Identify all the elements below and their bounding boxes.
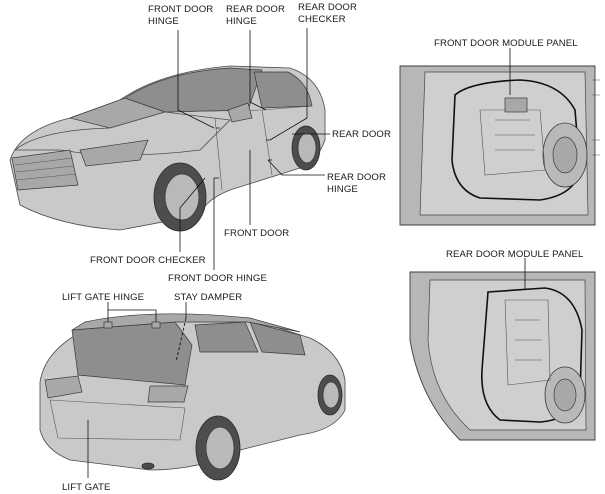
label-front-door-hinge-bottom: FRONT DOOR HINGE <box>168 273 267 284</box>
sedan-illustration <box>9 65 326 232</box>
label-lift-gate: LIFT GATE <box>62 482 111 493</box>
labels: FRONT DOOR HINGE REAR DOOR HINGE REAR DO… <box>62 2 584 493</box>
label-rear-door-module-panel: REAR DOOR MODULE PANEL <box>446 249 584 260</box>
label-rear-door-hinge-top: REAR DOOR HINGE <box>226 4 288 27</box>
label-rear-door-hinge-side: REAR DOOR HINGE <box>327 172 389 195</box>
label-stay-damper: STAY DAMPER <box>174 292 242 303</box>
label-rear-door: REAR DOOR <box>332 129 391 140</box>
label-lift-gate-hinge: LIFT GATE HINGE <box>62 292 144 303</box>
leader-lines <box>87 28 526 478</box>
hatchback-illustration <box>39 313 346 481</box>
label-front-door: FRONT DOOR <box>224 228 289 239</box>
label-front-door-hinge-top: FRONT DOOR HINGE <box>148 4 216 27</box>
label-front-door-checker: FRONT DOOR CHECKER <box>90 255 206 266</box>
label-front-door-module-panel: FRONT DOOR MODULE PANEL <box>434 38 578 49</box>
rear-door-module-panel-illustration <box>409 271 596 441</box>
label-rear-door-checker: REAR DOOR CHECKER <box>298 2 360 25</box>
front-door-module-panel-illustration <box>399 65 600 226</box>
